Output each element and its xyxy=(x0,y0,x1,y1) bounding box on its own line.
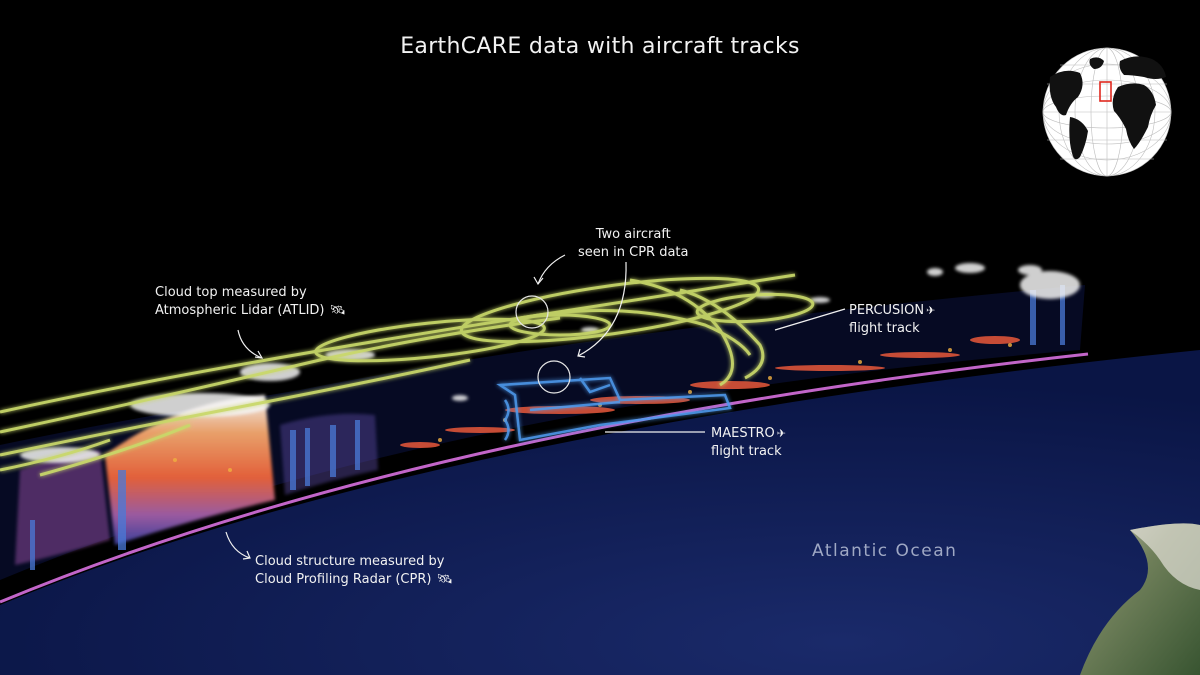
annotation-arrows xyxy=(225,254,846,560)
page-title: EarthCARE data with aircraft tracks xyxy=(400,34,800,59)
atlid-annotation: Cloud top measured by Atmospheric Lidar … xyxy=(155,284,346,320)
surface-line xyxy=(0,352,1089,604)
satellite-icon: 🛰 xyxy=(329,303,346,318)
aircraft-highlight-2 xyxy=(537,360,571,394)
land-mass-shadow xyxy=(1130,523,1200,590)
radar-echo-band xyxy=(400,336,1020,448)
radar-curtain xyxy=(0,285,1085,580)
maestro-annotation: MAESTRO✈ flight track xyxy=(711,425,786,461)
airplane-icon: ✈ xyxy=(776,427,786,440)
atlid-label-line1: Cloud top measured by xyxy=(155,285,307,300)
cpr-annotation: Cloud structure measured by Cloud Profil… xyxy=(255,553,453,589)
maestro-label-line2: flight track xyxy=(711,444,782,459)
two-aircraft-line2: seen in CPR data xyxy=(578,245,689,260)
aircraft-highlight-1 xyxy=(515,295,549,329)
cpr-label-line1: Cloud structure measured by xyxy=(255,554,445,569)
percusion-flight-track xyxy=(0,273,815,477)
satellite-icon: 🛰 xyxy=(436,572,453,587)
cpr-cloud-left xyxy=(15,450,110,565)
percusion-annotation: PERCUSION✈ flight track xyxy=(849,302,935,338)
two-aircraft-annotation: Two aircraft seen in CPR data xyxy=(578,226,689,262)
cpr-columns xyxy=(30,285,1065,570)
maestro-label-line1: MAESTRO xyxy=(711,426,775,441)
maestro-flight-track xyxy=(496,376,732,442)
airplane-icon: ✈ xyxy=(926,304,936,317)
ocean-surface xyxy=(0,350,1200,675)
percusion-label-line1: PERCUSION xyxy=(849,303,925,318)
two-aircraft-line1: Two aircraft xyxy=(595,227,671,242)
cpr-cloud-main xyxy=(105,395,275,545)
cpr-label-line2: Cloud Profiling Radar (CPR) xyxy=(255,572,432,587)
cpr-cloud-mid xyxy=(280,413,378,495)
ocean-label: Atlantic Ocean xyxy=(812,541,958,561)
percusion-label-line2: flight track xyxy=(849,321,920,336)
atlid-label-line2: Atmospheric Lidar (ATLID) xyxy=(155,303,325,318)
globe-locator-icon xyxy=(1042,47,1172,177)
